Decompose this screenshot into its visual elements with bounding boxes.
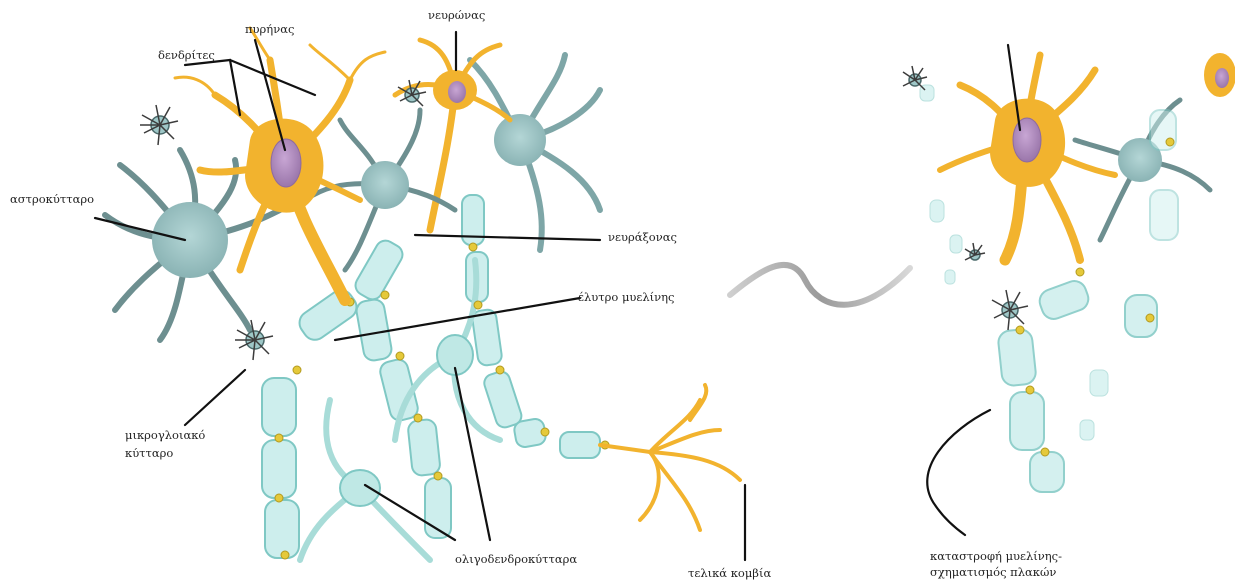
myelin-chain-left [262, 286, 361, 558]
label-axon: νευράξονας [608, 230, 677, 244]
label-neuron: νευρώνας [428, 8, 485, 22]
label-demyelination-2: σχηματισμός πλακών [930, 565, 1056, 579]
label-microglia-2: κύτταρο [125, 446, 173, 460]
label-oligodendrocytes: ολιγοδενδροκύτταρα [455, 552, 577, 566]
terminal-buttons [600, 385, 740, 530]
neuron-top-nucleus [448, 81, 466, 103]
myelin-chain-right [462, 195, 600, 458]
astrocyte-body [152, 202, 228, 278]
label-nucleus: πυρήνας [245, 22, 294, 36]
transition-arrow [730, 265, 910, 305]
neuron-right-nucleus [1013, 118, 1041, 162]
label-myelin-sheath: έλυτρο μυελίνης [578, 290, 674, 304]
neuron-main-nucleus [271, 139, 301, 187]
label-dendrites: δενδρίτες [158, 48, 215, 62]
label-terminal-buttons: τελικά κομβία [688, 566, 771, 580]
neuron-right-top [1204, 53, 1235, 97]
astrocyte-background-body [494, 114, 546, 166]
astrocyte-middle-body [361, 161, 409, 209]
demyelinated-neural-tissue [903, 53, 1235, 492]
label-astrocyte: αστροκύτταρο [10, 192, 94, 206]
label-microglia-1: μικρογλοιακό [125, 428, 205, 442]
label-demyelination-1: καταστροφή μυελίνης- [930, 549, 1062, 563]
oligodendrocyte-body-2 [340, 470, 380, 506]
